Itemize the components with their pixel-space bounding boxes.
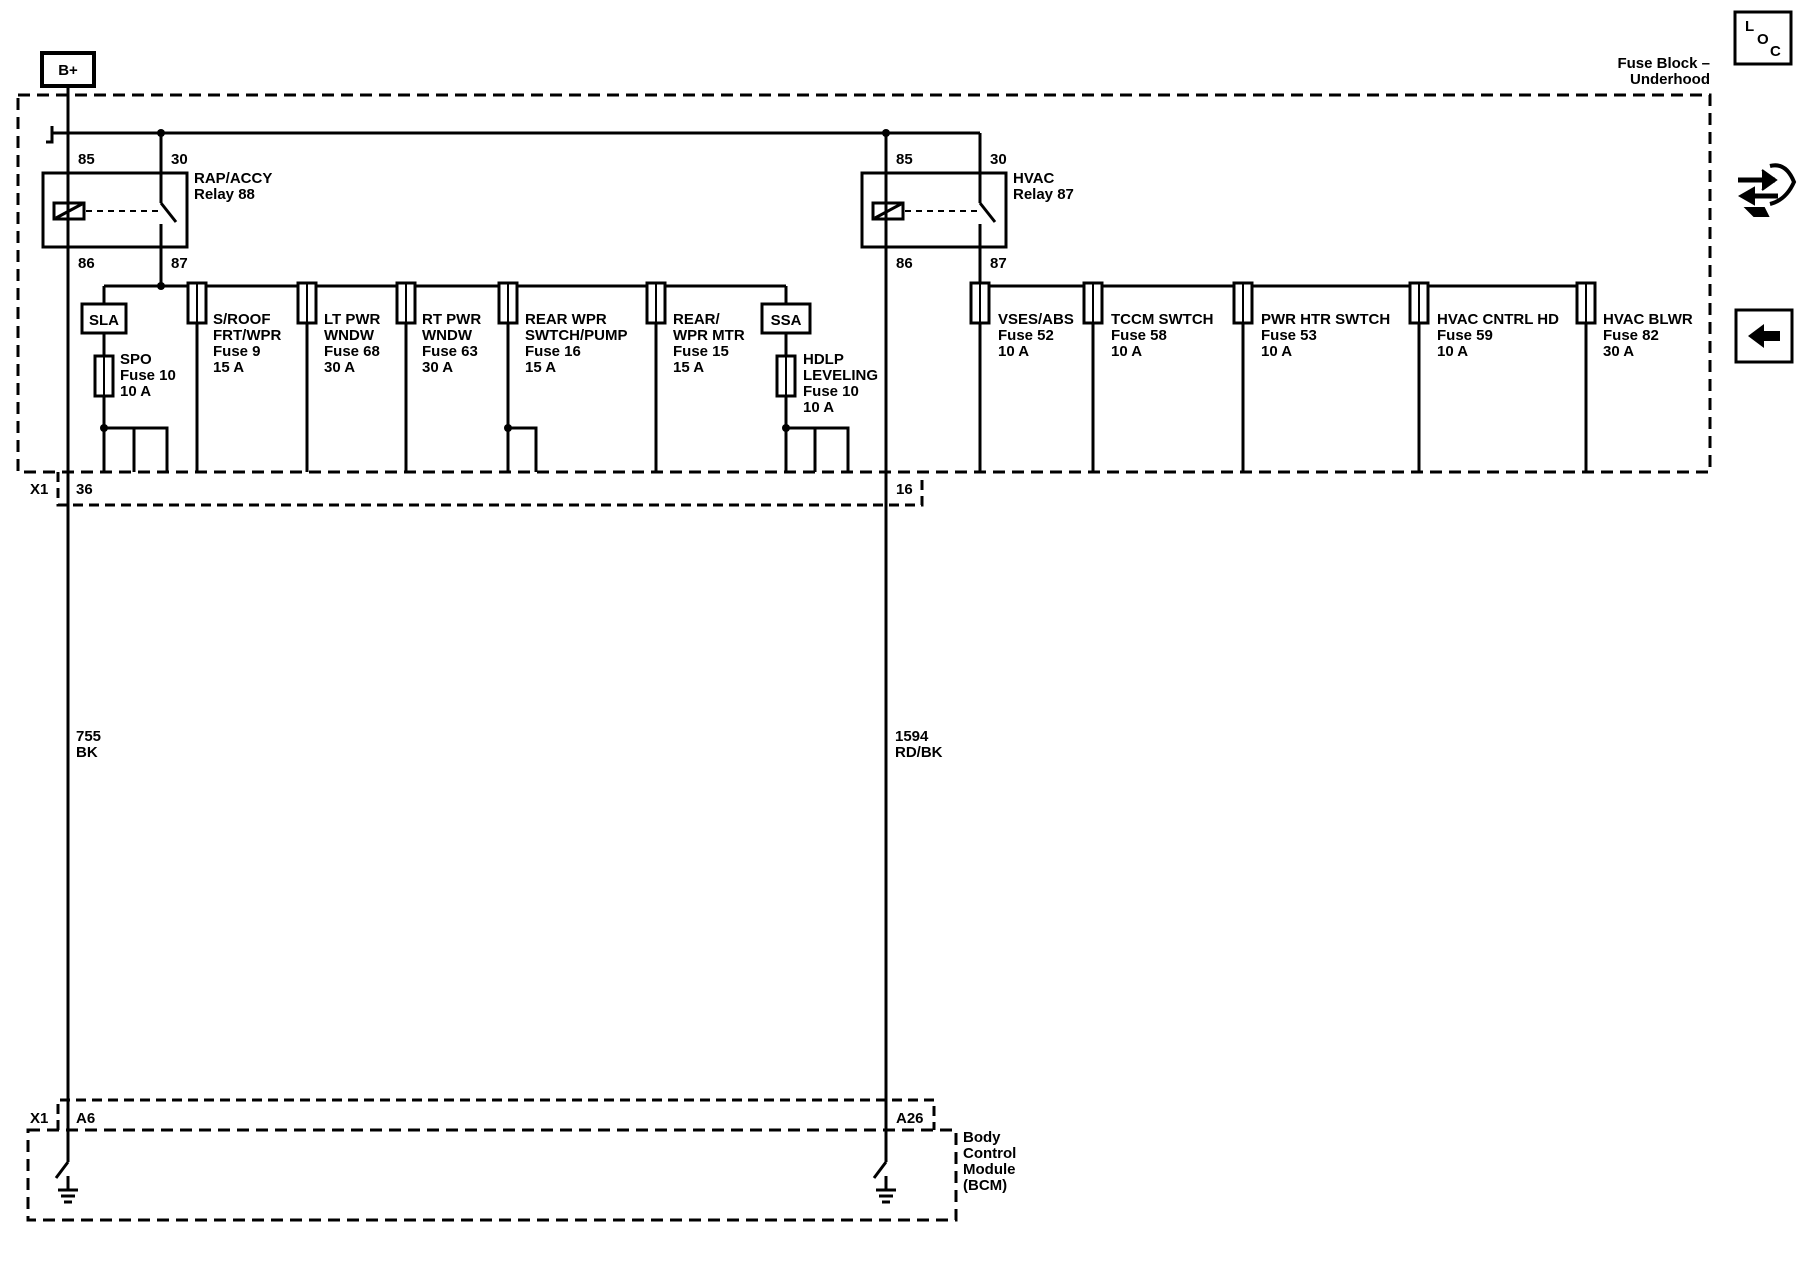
fuse-elements	[103, 283, 1587, 396]
fuse-rear-wpr-mtr-line4: 15 A	[673, 359, 704, 376]
relay-rap-accy	[41, 171, 189, 286]
ground-switch-right	[872, 1161, 896, 1204]
sla-badge	[80, 302, 128, 335]
wire1-color: BK	[76, 744, 98, 761]
relay2-number: Relay 87	[1013, 186, 1074, 203]
relay-hvac	[860, 171, 1008, 286]
fuse-rear-wpr-mtr-line1: REAR/	[673, 311, 721, 328]
fuse-lt-pwr-line1: LT PWR	[324, 311, 381, 328]
bcm-label-line3: Module	[963, 1161, 1016, 1178]
fuse-rear-wpr-line4: 15 A	[525, 359, 556, 376]
fuse-rt-pwr-line4: 30 A	[422, 359, 453, 376]
fuse-rt-pwr-line2: WNDW	[422, 327, 473, 344]
main-bus	[46, 86, 982, 1162]
wire1-circuit: 755	[76, 728, 101, 745]
fuse-hdlp-line4: 10 A	[803, 399, 834, 416]
fuse-hvac-cntrl-line2: Fuse 59	[1437, 327, 1493, 344]
fuse-hdlp-line3: Fuse 10	[803, 383, 859, 400]
bcm-boundary	[26, 1128, 958, 1222]
fuse-tccm-line2: Fuse 58	[1111, 327, 1167, 344]
fuse-rt-pwr-line3: Fuse 63	[422, 343, 478, 360]
relay1-name: RAP/ACCY	[194, 170, 272, 187]
connector-top-pin-right: 16	[896, 481, 913, 498]
connector-x1-bottom	[56, 1098, 936, 1130]
relay2-pin-87: 87	[990, 255, 1007, 272]
fuse-sroof-line2: FRT/WPR	[213, 327, 281, 344]
ground-switch-left	[54, 1161, 78, 1204]
fuse-rear-wpr-mtr-line2: WPR MTR	[673, 327, 745, 344]
fuse-rear-wpr-mtr-line3: Fuse 15	[673, 343, 729, 360]
relay1-pin-30: 30	[171, 151, 188, 168]
fuse-lt-pwr-line2: WNDW	[324, 327, 375, 344]
battery-positive-label: B+	[58, 62, 78, 79]
back-arrow-icon[interactable]	[1734, 308, 1794, 364]
svg-text:L: L	[1745, 18, 1754, 35]
connector-top-pin-left: 36	[76, 481, 93, 498]
relay2-pin-85: 85	[896, 151, 913, 168]
fuse-sroof-line4: 15 A	[213, 359, 244, 376]
fuse-tccm-line3: 10 A	[1111, 343, 1142, 360]
bus-splices	[157, 129, 890, 137]
wire2-color: RD/BK	[895, 744, 943, 761]
fuse-lt-pwr-line4: 30 A	[324, 359, 355, 376]
relay1-pin-85: 85	[78, 151, 95, 168]
fuse-block-title-line1: Fuse Block –	[1617, 55, 1710, 72]
fuse-hdlp-line2: LEVELING	[803, 367, 878, 384]
relay2-pin-86: 86	[896, 255, 913, 272]
fuse-pwr-htr-line2: Fuse 53	[1261, 327, 1317, 344]
fuse-lt-pwr-line3: Fuse 68	[324, 343, 380, 360]
fuse-rear-wpr-line3: Fuse 16	[525, 343, 581, 360]
bcm-label-line1: Body	[963, 1129, 1001, 1146]
fuse-block-title-line2: Underhood	[1630, 71, 1710, 88]
fuse-pwr-htr-line3: 10 A	[1261, 343, 1292, 360]
loc-icon[interactable]: L O C	[1733, 10, 1793, 66]
fuse-vses-line1: VSES/ABS	[998, 311, 1074, 328]
bcm-label-line4: (BCM)	[963, 1177, 1007, 1194]
connector-x1-top	[56, 472, 924, 507]
relay1-pin-87: 87	[171, 255, 188, 272]
fuse-hvac-cntrl-line3: 10 A	[1437, 343, 1468, 360]
relay2-pin-30: 30	[990, 151, 1007, 168]
fuse-spo-line3: 10 A	[120, 383, 151, 400]
fuse-rt-pwr-line1: RT PWR	[422, 311, 481, 328]
connector-bottom-name: X1	[30, 1110, 48, 1127]
connector-view-icon[interactable]	[1737, 163, 1797, 217]
fuse-vses-line3: 10 A	[998, 343, 1029, 360]
wire2-circuit: 1594	[895, 728, 929, 745]
fuse-tccm-line1: TCCM SWTCH	[1111, 311, 1213, 328]
relay1-number: Relay 88	[194, 186, 255, 203]
fuse-hvac-blwr-line2: Fuse 82	[1603, 327, 1659, 344]
connector-bottom-pin-right: A26	[896, 1110, 924, 1127]
svg-text:C: C	[1770, 43, 1781, 60]
fuse-rear-wpr-line2: SWTCH/PUMP	[525, 327, 628, 344]
fuse-sroof-line1: S/ROOF	[213, 311, 271, 328]
fuse-hvac-blwr-line3: 30 A	[1603, 343, 1634, 360]
bcm-label-line2: Control	[963, 1145, 1016, 1162]
fuse-spo-line2: Fuse 10	[120, 367, 176, 384]
fuse-vses-line2: Fuse 52	[998, 327, 1054, 344]
ssa-label: SSA	[771, 312, 802, 329]
fuse-rear-wpr-line1: REAR WPR	[525, 311, 607, 328]
fuse-pwr-htr-line1: PWR HTR SWTCH	[1261, 311, 1390, 328]
fuse-spo-line1: SPO	[120, 351, 152, 368]
fuse-block-boundary	[16, 93, 1712, 474]
connector-bottom-pin-left: A6	[76, 1110, 95, 1127]
fuse-sroof-line3: Fuse 9	[213, 343, 261, 360]
sla-label: SLA	[89, 312, 119, 329]
relay2-name: HVAC	[1013, 170, 1055, 187]
fuse-hvac-cntrl-line1: HVAC CNTRL HD	[1437, 311, 1559, 328]
ssa-badge	[760, 302, 812, 335]
fuse-hdlp-line1: HDLP	[803, 351, 844, 368]
connector-top-name: X1	[30, 481, 48, 498]
fuse-hvac-blwr-line1: HVAC BLWR	[1603, 311, 1693, 328]
relay1-pin-86: 86	[78, 255, 95, 272]
svg-text:O: O	[1757, 31, 1769, 48]
